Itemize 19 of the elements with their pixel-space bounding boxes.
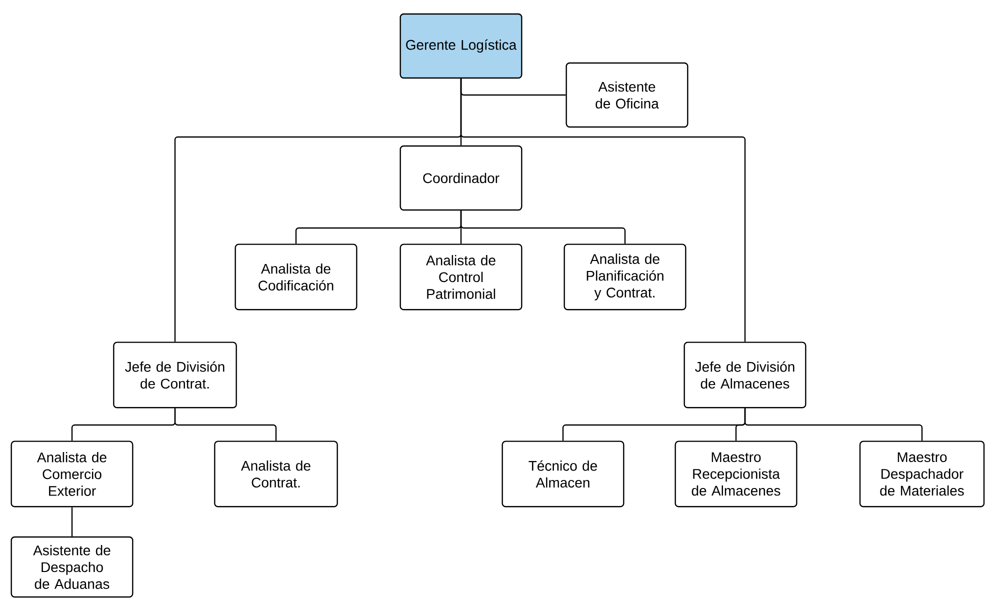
position-box: Técnico de Almacen bbox=[502, 440, 624, 508]
connector-line bbox=[460, 210, 626, 244]
connector-line bbox=[744, 408, 923, 441]
position-box: Asistente de Oficina bbox=[566, 62, 688, 128]
position-box: Analista de Codificación bbox=[234, 244, 358, 310]
connector-line bbox=[174, 408, 277, 441]
position-box: Asistente de Despacho de Aduanas bbox=[10, 536, 134, 598]
position-box: Gerente Logística bbox=[400, 13, 522, 79]
position-box: Analista de Control Patrimonial bbox=[400, 244, 522, 310]
connector-line bbox=[71, 507, 73, 536]
position-box: Analista de Planificación y Contrat. bbox=[564, 244, 686, 310]
position-box: Maestro Recepcionista de Almacenes bbox=[674, 440, 798, 508]
position-box: Maestro Despachador de Materiales bbox=[859, 440, 985, 508]
position-box: Analista de Comercio Exterior bbox=[10, 440, 134, 508]
connector-line bbox=[460, 78, 746, 342]
position-box: Jefe de División de Contrat. bbox=[113, 342, 237, 408]
position-box: Jefe de División de Almacenes bbox=[684, 342, 806, 408]
position-box: Analista de Contrat. bbox=[214, 440, 338, 508]
position-box: Coordinador bbox=[400, 145, 522, 211]
